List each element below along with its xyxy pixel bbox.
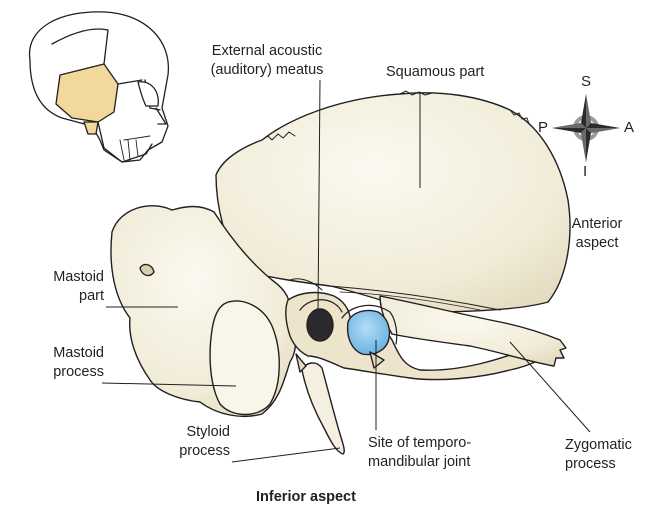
label-zygomatic-process-line2: process <box>565 455 632 474</box>
label-tmj-site: Site of temporo- mandibular joint <box>368 434 471 472</box>
external-acoustic-meatus-opening <box>307 309 333 341</box>
label-anterior-aspect-line2: aspect <box>560 234 634 253</box>
label-tmj-site-line2: mandibular joint <box>368 453 471 472</box>
label-external-acoustic-meatus-line2: (auditory) meatus <box>188 61 346 80</box>
compass-label-anterior: A <box>624 120 634 136</box>
label-mastoid-process-line2: process <box>20 363 104 382</box>
label-mastoid-process: Mastoid process <box>20 344 104 382</box>
label-mastoid-part-line2: part <box>20 287 104 306</box>
tmj-fossa <box>348 310 390 354</box>
compass-label-posterior: P <box>538 120 548 136</box>
label-external-acoustic-meatus-line1: External acoustic <box>188 42 346 61</box>
temporal-bone <box>111 91 570 454</box>
label-anterior-aspect-line1: Anterior <box>560 215 634 234</box>
label-styloid-process-line2: process <box>150 442 230 461</box>
label-squamous-part: Squamous part <box>386 63 484 82</box>
label-tmj-site-line1: Site of temporo- <box>368 434 471 453</box>
label-mastoid-part-line1: Mastoid <box>20 268 104 287</box>
label-styloid-process: Styloid process <box>150 423 230 461</box>
compass-label-inferior: I <box>583 164 587 180</box>
label-mastoid-part: Mastoid part <box>20 268 104 306</box>
styloid-process-shape <box>302 363 344 454</box>
skull-thumbnail <box>30 12 169 162</box>
label-zygomatic-process: Zygomatic process <box>565 436 632 474</box>
compass-rose <box>552 94 620 162</box>
compass-label-superior: S <box>581 74 591 90</box>
figure-caption: Inferior aspect <box>226 488 386 507</box>
label-zygomatic-process-line1: Zygomatic <box>565 436 632 455</box>
label-styloid-process-line1: Styloid <box>150 423 230 442</box>
label-anterior-aspect: Anterior aspect <box>560 215 634 253</box>
label-mastoid-process-line1: Mastoid <box>20 344 104 363</box>
mastoid-highlight <box>84 122 98 134</box>
leader-styloid-process <box>232 448 340 462</box>
label-external-acoustic-meatus: External acoustic (auditory) meatus <box>188 42 346 80</box>
